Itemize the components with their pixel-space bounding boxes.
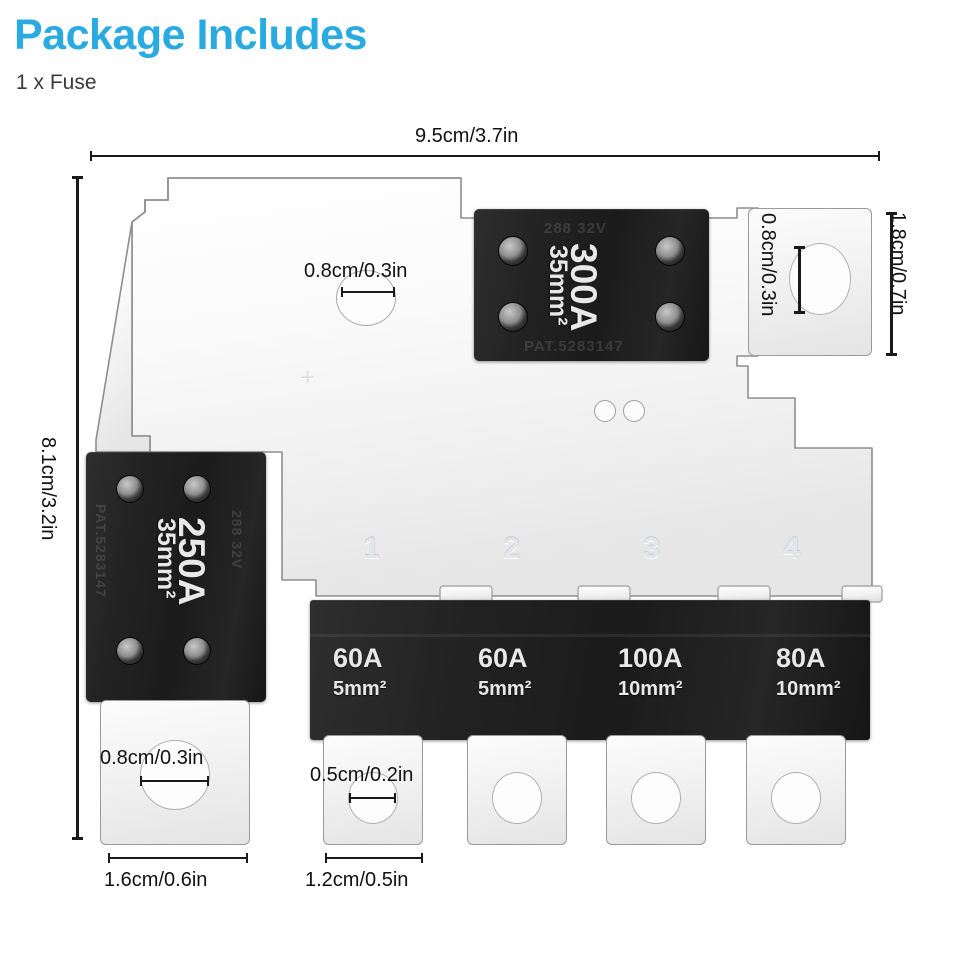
- dim-label-left-tab-width: 1.6cm/0.6in: [104, 869, 208, 891]
- fuse-bar-gauge-1: 5mm²: [333, 678, 387, 700]
- dim-label-overall-height: 8.1cm/3.2in: [37, 437, 59, 541]
- circuit-number-2: 2: [503, 532, 520, 565]
- dim-line-small-tab-width: [325, 853, 423, 863]
- small-vent-hole-1: [594, 400, 616, 422]
- dim-line-left-tab-hole: [140, 776, 209, 786]
- fuse-bar-tab-hole-2: [492, 772, 542, 824]
- fuse-300a-top-marking: 288 32V: [544, 220, 607, 237]
- fuse-300a-rivet-3: [656, 237, 684, 265]
- circuit-number-3: 3: [643, 532, 660, 565]
- dim-line-overall-height: [72, 176, 83, 840]
- polarity-plus-mark: +: [300, 362, 316, 392]
- fuse-300a-rivet-2: [499, 303, 527, 331]
- fuse-300a: 288 32V PAT.5283147 300A 35mm²: [474, 209, 709, 361]
- fuse-bar-gauge-3: 10mm²: [618, 678, 683, 700]
- fuse-bar-rating-3: 100A: [618, 643, 683, 673]
- dim-label-small-tab-hole: 0.5cm/0.2in: [310, 764, 414, 786]
- dim-line-overall-width: [90, 151, 880, 161]
- fuse-300a-gauge: 35mm²: [544, 245, 572, 326]
- package-contents-text: 1 x Fuse: [16, 71, 97, 94]
- fuse-bar: [310, 600, 870, 740]
- fuse-250a-rivet-4: [184, 638, 210, 664]
- fuse-bar-rating-2: 60A: [478, 643, 528, 673]
- dim-line-right-tab-height: [886, 212, 897, 356]
- dim-label-left-tab-hole: 0.8cm/0.3in: [100, 747, 204, 769]
- dim-line-right-tab-hole: [794, 246, 805, 314]
- fuse-bar-gauge-2: 5mm²: [478, 678, 532, 700]
- dim-line-plate-hole: [341, 287, 395, 297]
- fuse-300a-patent-marking: PAT.5283147: [524, 338, 624, 355]
- left-terminal-tab: [100, 700, 250, 845]
- dim-label-plate-hole: 0.8cm/0.3in: [304, 260, 408, 282]
- plate-mounting-hole: [336, 270, 396, 326]
- fuse-250a-rivet-3: [117, 638, 143, 664]
- fuse-300a-rivet-1: [499, 237, 527, 265]
- dim-label-overall-width: 9.5cm/3.7in: [415, 125, 519, 147]
- fuse-300a-rivet-4: [656, 303, 684, 331]
- circuit-number-1: 1: [363, 532, 380, 565]
- fuse-250a-patent-marking: PAT.5283147: [93, 504, 109, 598]
- fuse-250a-gauge: 35mm²: [152, 518, 180, 599]
- dim-label-small-tab-width: 1.2cm/0.5in: [305, 869, 409, 891]
- page-title: Package Includes: [14, 11, 367, 59]
- fuse-250a-voltage-marking: 288 32V: [229, 510, 245, 570]
- fuse-250a-rivet-2: [184, 476, 210, 502]
- dim-line-small-tab-hole: [349, 793, 396, 803]
- dim-label-right-tab-hole: 0.8cm/0.3in: [757, 213, 779, 317]
- fuse-bar-rating-4: 80A: [776, 643, 826, 673]
- dim-line-left-tab-width: [108, 853, 248, 863]
- fuse-250a-rivet-1: [117, 476, 143, 502]
- small-vent-hole-2: [623, 400, 645, 422]
- fuse-bar-gauge-4: 10mm²: [776, 678, 841, 700]
- fuse-250a: 288 32V PAT.5283147 250A 35mm²: [86, 452, 266, 702]
- fuse-bar-tab-hole-4: [771, 772, 821, 824]
- circuit-number-4: 4: [783, 532, 800, 565]
- left-terminal-hole: [140, 740, 210, 810]
- fuse-bar-rating-1: 60A: [333, 643, 383, 673]
- fuse-bar-tab-hole-3: [631, 772, 681, 824]
